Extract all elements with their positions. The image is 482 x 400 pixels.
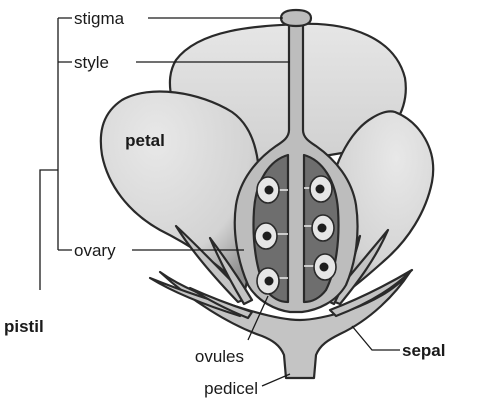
sepal-leader xyxy=(352,326,400,350)
label-ovules: ovules xyxy=(195,347,244,366)
label-ovary: ovary xyxy=(74,241,116,260)
pistil-bracket xyxy=(40,18,72,290)
petal-left xyxy=(101,91,260,290)
stigma-cap xyxy=(281,10,311,26)
ovule xyxy=(257,268,279,294)
ovule xyxy=(257,177,279,203)
ovule xyxy=(314,254,336,280)
label-sepal: sepal xyxy=(402,341,445,360)
label-pistil: pistil xyxy=(4,317,44,336)
ovule xyxy=(312,215,334,241)
ovule xyxy=(255,223,277,249)
ovule xyxy=(310,176,332,202)
pedicel-leader xyxy=(262,374,290,386)
label-petal: petal xyxy=(125,131,165,150)
label-pedicel: pedicel xyxy=(204,379,258,398)
label-stigma: stigma xyxy=(74,9,125,28)
label-style: style xyxy=(74,53,109,72)
